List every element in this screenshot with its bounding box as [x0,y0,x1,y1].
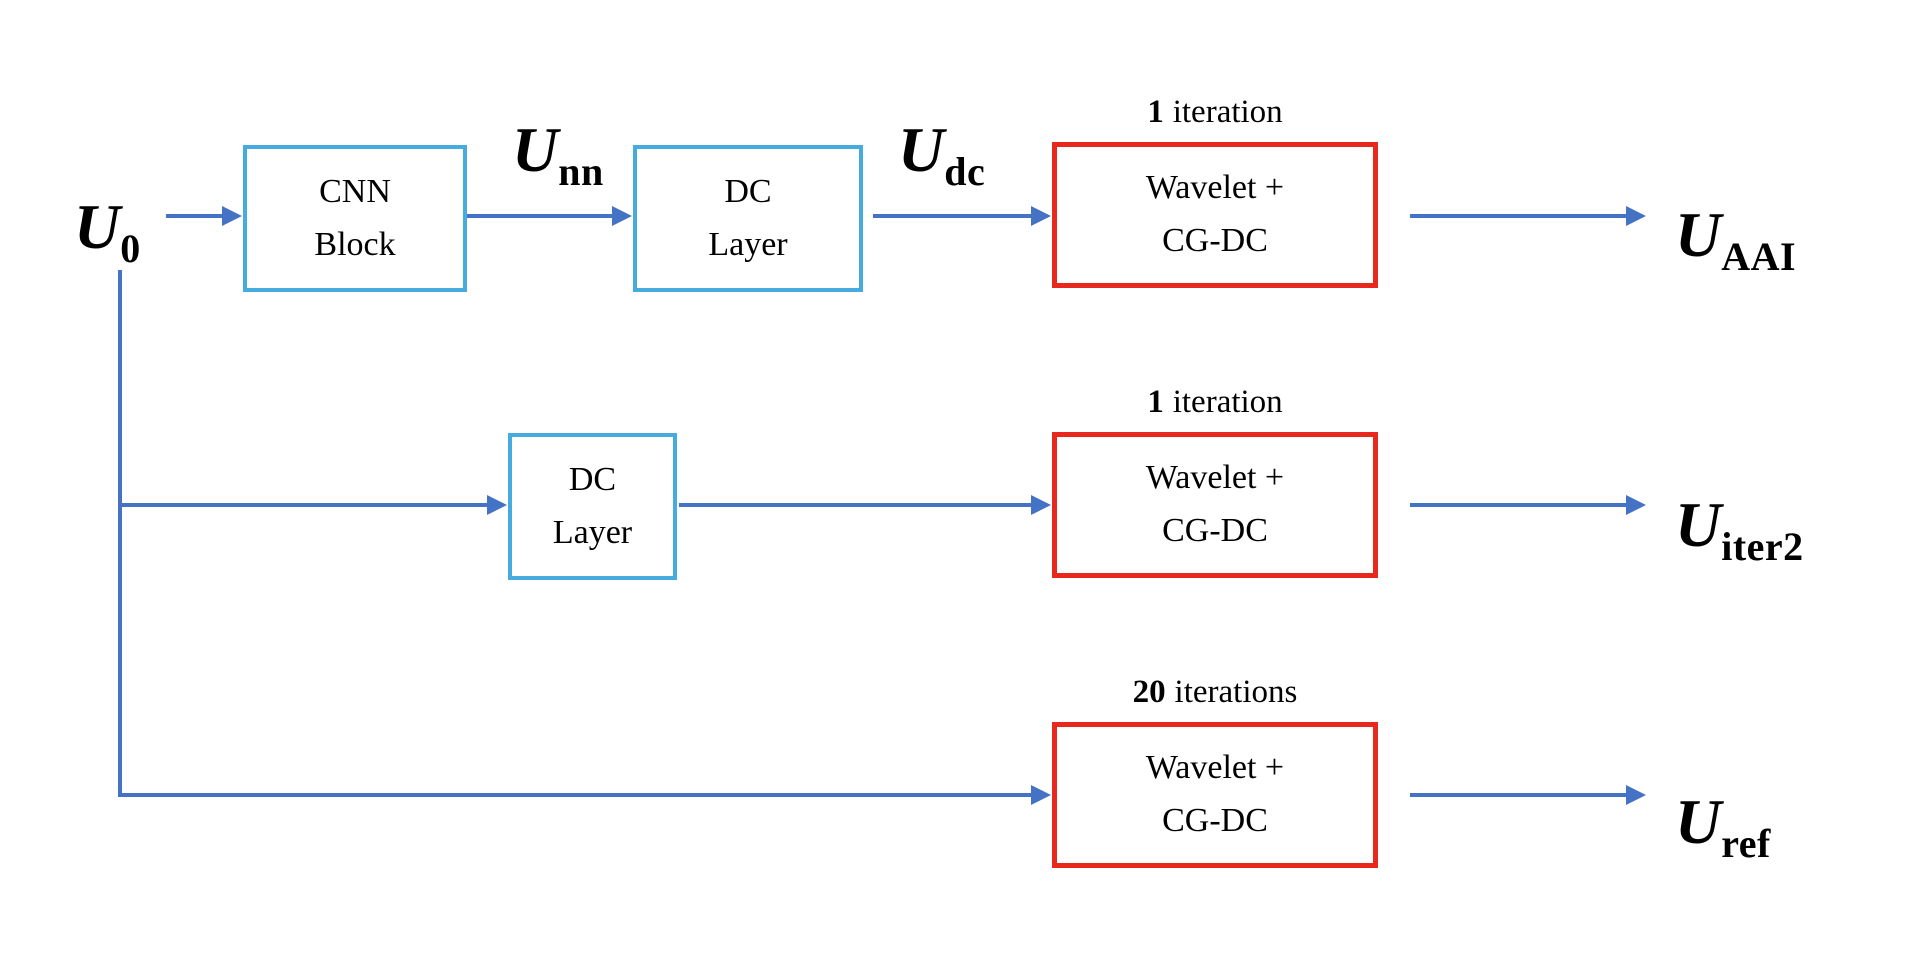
label-u0-base: U [74,191,121,262]
label-u0: U0 [74,195,141,269]
dc-layer-row2-label-line1: DC [568,460,617,498]
row1-iteration-unit: iteration [1172,94,1283,130]
dc-layer-row1-label-line1: DC [724,172,772,210]
wavelet-cgdc-box-row2: Wavelet + CG-DC [1052,432,1378,578]
label-uref-sub: ref [1721,821,1771,866]
wavelet-row2-label-line2: CG-DC [1162,512,1268,549]
cnn-block-box: CNN Block [243,145,467,292]
cnn-block-label-line1: CNN [319,172,391,210]
label-uaai-base: U [1675,199,1722,270]
label-u0-sub: 0 [120,226,141,271]
label-udc-base: U [898,114,945,185]
dc-layer-row2-label-line2: Layer [552,513,633,551]
label-uaai-sub: AAI [1721,234,1797,279]
wavelet-row1-label-line1: Wavelet + [1145,169,1285,207]
wavelet-row2-label-line1: Wavelet + [1145,459,1285,497]
dc-layer-row1-label-line2: Layer [708,225,788,263]
label-unn-sub: nn [558,149,604,194]
branch-line-u0-to-wavelet-row3 [118,270,1051,805]
row2-iteration-unit: iteration [1172,384,1283,420]
label-unn-base: U [512,114,559,185]
wavelet-cgdc-box-row1: Wavelet + CG-DC [1052,142,1378,288]
label-unn: Unn [512,118,604,192]
label-uref: Uref [1675,790,1771,864]
wavelet-row1-label-line2: CG-DC [1162,222,1268,259]
row3-iteration-unit: iterations [1174,674,1298,710]
label-udc: Udc [898,118,985,192]
label-udc-sub: dc [944,149,986,194]
wavelet-row3-label-line2: CG-DC [1162,802,1268,839]
dc-layer-box-row1: DC Layer [633,145,863,292]
cnn-block-label-line2: Block [314,225,396,263]
label-uaai: UAAI [1675,203,1796,277]
wavelet-cgdc-box-row3: Wavelet + CG-DC [1052,722,1378,868]
row3-iteration-count: 20 [1132,674,1166,710]
label-uref-base: U [1675,786,1722,857]
label-uiter2-sub: iter2 [1721,524,1804,569]
label-uiter2-base: U [1675,489,1722,560]
row2-iteration-count: 1 [1147,384,1164,420]
wavelet-row3-label-line1: Wavelet + [1145,749,1285,787]
row1-iteration-count: 1 [1147,94,1164,130]
label-uiter2: Uiter2 [1675,493,1804,567]
dc-layer-box-row2: DC Layer [508,433,677,580]
